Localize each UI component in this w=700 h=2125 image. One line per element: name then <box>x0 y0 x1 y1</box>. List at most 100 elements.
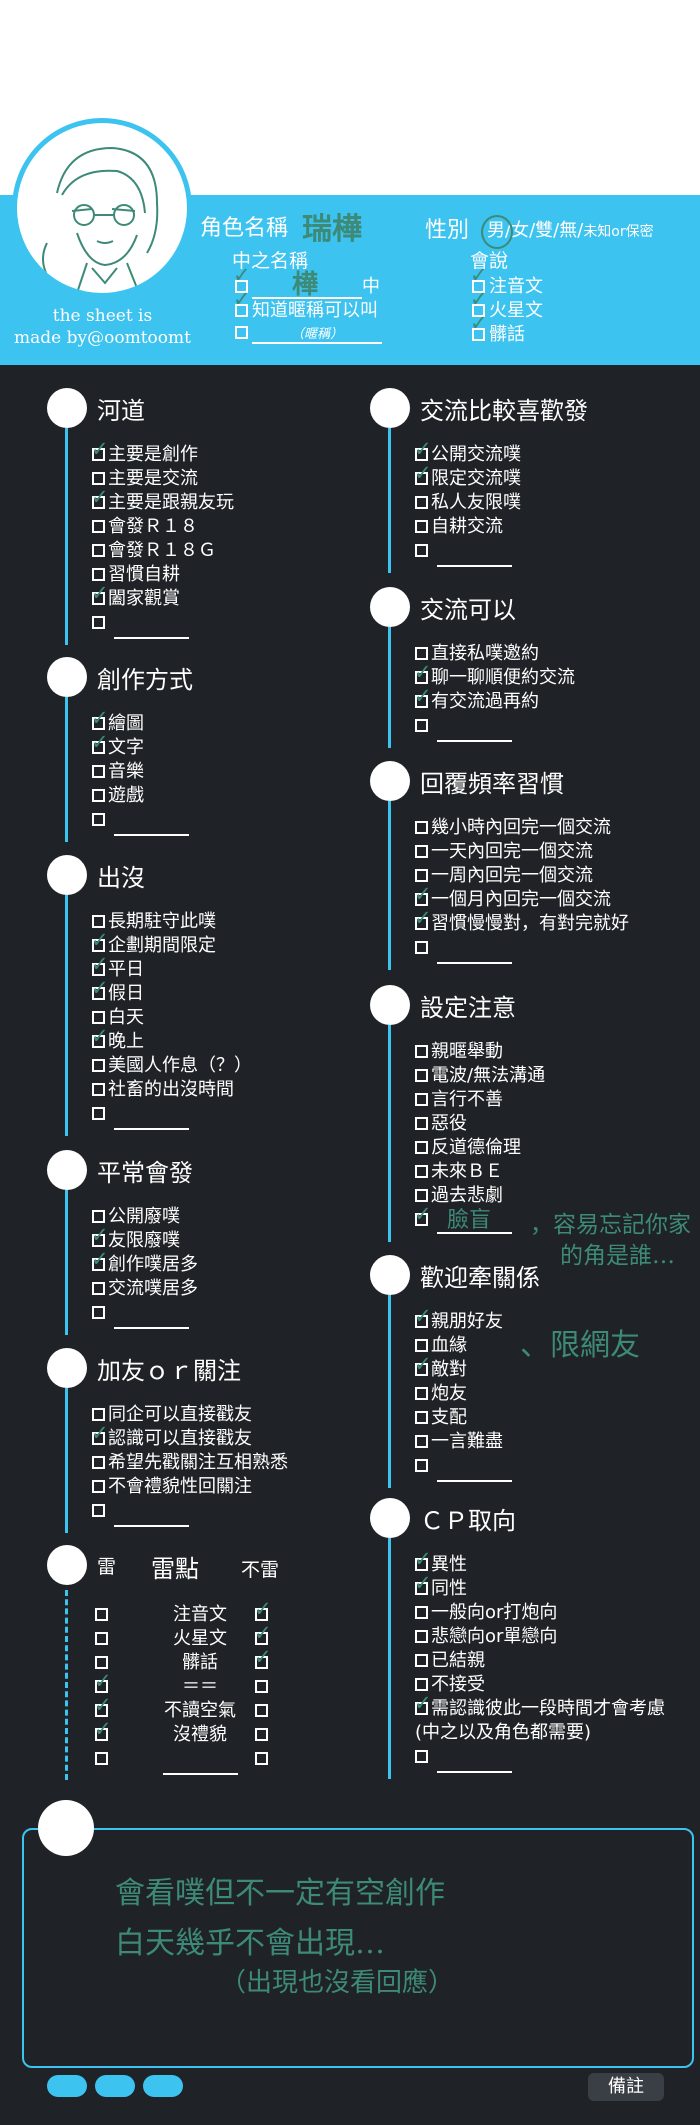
option-checkbox[interactable] <box>92 1083 105 1096</box>
option-checkbox[interactable]: ✓ <box>414 685 432 708</box>
option-item[interactable]: ✓闔家觀賞 <box>91 582 234 611</box>
ray-checkbox[interactable]: ✓ <box>94 1694 112 1717</box>
option-checkbox[interactable]: ✓ <box>91 731 109 754</box>
page-tab-2[interactable] <box>95 2075 135 2097</box>
option-checkbox[interactable] <box>92 1306 105 1319</box>
option-checkbox[interactable] <box>415 1435 428 1448</box>
page-tab-1[interactable] <box>47 2075 87 2097</box>
option-item[interactable]: ✓習慣慢慢對，有對完就好 <box>414 907 629 936</box>
option-item[interactable]: 美國人作息（？） <box>92 1054 252 1078</box>
option-checkbox[interactable] <box>415 1387 428 1400</box>
option-checkbox[interactable] <box>415 1045 428 1058</box>
option-checkbox[interactable]: ✓ <box>414 438 432 461</box>
ray-checkbox[interactable] <box>95 1752 108 1765</box>
option-item[interactable]: 過去悲劇 <box>415 1184 545 1208</box>
option-item[interactable]: ✓敵對 <box>414 1353 512 1382</box>
option-item[interactable]: ✓繪圖 <box>91 707 189 736</box>
option-checkbox[interactable] <box>92 1107 105 1120</box>
option-checkbox[interactable]: ✓ <box>91 707 109 730</box>
option-checkbox[interactable] <box>415 1189 428 1202</box>
option-item[interactable]: 親暱舉動 <box>415 1040 545 1064</box>
option-item[interactable]: 會發Ｒ１８Ｇ <box>92 539 234 563</box>
option-checkbox[interactable]: ✓ <box>414 462 432 485</box>
custom-option-field[interactable] <box>114 1303 189 1329</box>
option-item[interactable]: 一般向or打炮向 <box>415 1601 665 1625</box>
name-in-field[interactable]: 樺 <box>252 270 362 300</box>
speak-item[interactable]: 髒話✓ <box>470 312 543 345</box>
option-item[interactable]: 自耕交流 <box>415 515 521 539</box>
option-item[interactable]: ✓有交流過再約 <box>414 685 575 714</box>
option-checkbox[interactable] <box>415 1459 428 1472</box>
not-ray-checkbox[interactable]: ✓ <box>254 1622 272 1645</box>
option-item[interactable]: 電波/無法溝通 <box>415 1064 545 1088</box>
option-item[interactable]: 遊戲 <box>92 784 189 808</box>
option-checkbox[interactable] <box>92 1282 105 1295</box>
option-item[interactable]: 同企可以直接戳友 <box>92 1403 288 1427</box>
speak-checkbox[interactable] <box>472 280 485 293</box>
option-checkbox[interactable] <box>415 1093 428 1106</box>
custom-option-field[interactable] <box>437 1456 512 1482</box>
option-item[interactable]: ✓需認識彼此一段時間才會考慮 <box>414 1692 665 1721</box>
option-checkbox[interactable] <box>92 1480 105 1493</box>
option-checkbox[interactable] <box>415 845 428 858</box>
gender-option-none[interactable]: 無 <box>559 220 578 241</box>
option-checkbox[interactable] <box>92 1408 105 1421</box>
option-item[interactable] <box>415 936 629 964</box>
speak-checkbox[interactable] <box>472 328 485 341</box>
option-checkbox[interactable] <box>415 544 428 557</box>
option-checkbox[interactable]: ✓ <box>414 1548 432 1571</box>
option-checkbox[interactable] <box>92 1059 105 1072</box>
ray-checkbox[interactable]: ✓ <box>94 1718 112 1741</box>
option-item[interactable]: ✓限定交流噗 <box>414 462 521 491</box>
custom-option-field[interactable] <box>114 810 189 836</box>
option-item[interactable] <box>92 611 234 639</box>
option-item[interactable]: 社畜的出沒時間 <box>92 1078 252 1102</box>
option-item[interactable]: 反道德倫理 <box>415 1136 545 1160</box>
option-checkbox[interactable]: ✓ <box>414 1305 432 1328</box>
option-checkbox[interactable] <box>415 1069 428 1082</box>
option-item[interactable]: 主要是交流 <box>92 467 234 491</box>
ray-checkbox[interactable] <box>95 1608 108 1621</box>
option-checkbox[interactable] <box>92 520 105 533</box>
option-item[interactable] <box>92 1499 288 1527</box>
custom-option-field[interactable]: 臉盲 <box>437 1210 512 1234</box>
option-checkbox[interactable]: ✓ <box>414 907 432 930</box>
option-item[interactable]: 幾小時內回完一個交流 <box>415 816 629 840</box>
custom-option-field[interactable] <box>437 541 512 567</box>
gender-option-unknown[interactable]: 未知or保密 <box>583 224 654 240</box>
option-checkbox[interactable] <box>415 869 428 882</box>
option-item[interactable]: ✓企劃期間限定 <box>91 929 252 958</box>
option-item[interactable]: 悲戀向or單戀向 <box>415 1625 665 1649</box>
option-item[interactable]: ✓公開交流噗 <box>414 438 521 467</box>
option-checkbox[interactable] <box>92 1011 105 1024</box>
option-checkbox[interactable] <box>415 941 428 954</box>
ray-custom-field[interactable] <box>162 1749 238 1775</box>
option-item[interactable]: ✓文字 <box>91 731 189 760</box>
name-in-checkbox-2[interactable] <box>235 304 248 317</box>
option-item[interactable] <box>92 1301 198 1329</box>
not-ray-checkbox[interactable] <box>255 1704 268 1717</box>
option-checkbox[interactable] <box>415 1750 428 1763</box>
option-item[interactable]: 習慣自耕 <box>92 563 234 587</box>
option-item[interactable]: 白天 <box>92 1006 252 1030</box>
not-ray-checkbox[interactable] <box>255 1680 268 1693</box>
option-item[interactable] <box>415 1745 665 1773</box>
option-item[interactable]: 音樂 <box>92 760 189 784</box>
option-checkbox[interactable] <box>415 1678 428 1691</box>
option-checkbox[interactable] <box>415 1654 428 1667</box>
name-in-row-2[interactable]: 知道暱稱可以叫 ✓ <box>233 288 378 322</box>
option-item[interactable]: 已結親 <box>415 1649 665 1673</box>
ray-checkbox[interactable]: ✓ <box>94 1670 112 1693</box>
option-item[interactable] <box>415 714 575 742</box>
option-checkbox[interactable] <box>415 1339 428 1352</box>
option-checkbox[interactable] <box>415 1141 428 1154</box>
option-checkbox[interactable]: ✓ <box>414 1572 432 1595</box>
name-in-row-1[interactable]: 樺 中 ✓ <box>233 264 380 300</box>
option-checkbox[interactable] <box>415 647 428 660</box>
option-checkbox[interactable] <box>92 544 105 557</box>
option-checkbox[interactable] <box>415 496 428 509</box>
option-item[interactable]: ✓一個月內回完一個交流 <box>414 883 629 912</box>
not-ray-checkbox[interactable]: ✓ <box>254 1646 272 1669</box>
option-item[interactable]: ✓主要是創作 <box>91 438 234 467</box>
option-checkbox[interactable] <box>92 915 105 928</box>
